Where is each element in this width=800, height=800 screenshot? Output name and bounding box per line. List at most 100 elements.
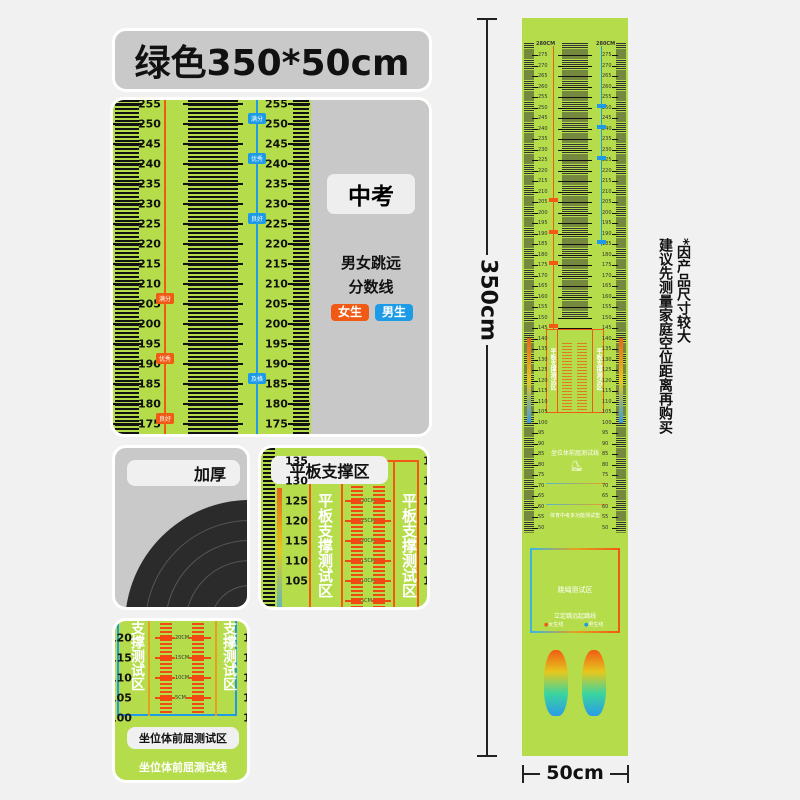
mat-number: 235 xyxy=(538,136,548,142)
ruler-major-tick xyxy=(183,243,243,245)
mat-tick xyxy=(532,464,538,466)
mat-number: 255 xyxy=(602,94,612,100)
plank-tick xyxy=(373,506,385,508)
mat-number: 55 xyxy=(602,514,609,520)
mat-tick xyxy=(612,506,618,508)
plank-tick-number: 115 xyxy=(423,534,430,548)
plank-tick xyxy=(373,558,385,560)
ruler-number: 250 xyxy=(138,117,161,131)
mat-tick xyxy=(612,307,618,308)
mat-number: 265 xyxy=(538,73,548,79)
ruler-number: 220 xyxy=(138,237,161,251)
mat-tick xyxy=(558,317,592,319)
mat-number: 275 xyxy=(538,52,548,58)
ruler-major-tick xyxy=(183,323,243,325)
mat-number: 175 xyxy=(602,262,612,268)
mat-number: 135 xyxy=(538,346,548,352)
plank-tick xyxy=(373,578,385,580)
mat-tick xyxy=(612,65,618,67)
mat-number: 140 xyxy=(602,335,612,342)
plank-panel: 平板支撑测试区 平板支撑测试区 平板支撑区 140140135135130130… xyxy=(258,445,430,610)
ruler-ticks xyxy=(263,448,275,607)
ruler-major-tick xyxy=(288,283,310,285)
plank-tick xyxy=(373,530,385,532)
mat-tick xyxy=(558,65,592,67)
ruler-number: 250 xyxy=(265,117,288,131)
plank-tick xyxy=(351,526,363,528)
sr-tick xyxy=(192,683,204,685)
mat-tick xyxy=(532,506,538,508)
mat-number: 115 xyxy=(602,388,612,394)
mat-number: 265 xyxy=(602,73,612,79)
mat-number: 130 xyxy=(538,356,548,363)
mat-tick xyxy=(612,286,618,287)
mat-number: 195 xyxy=(602,220,612,226)
girls-line-text: 女生线 xyxy=(548,622,564,628)
ruler-number: 185 xyxy=(138,377,161,391)
mat-sitreach-line: 坐位体前屈测试线 xyxy=(550,450,599,457)
mat-tick xyxy=(612,412,618,413)
mat-tick xyxy=(612,527,618,529)
plank-tick xyxy=(373,518,385,520)
mat-tick xyxy=(612,517,618,518)
sr-tick xyxy=(160,655,172,657)
sr-tick-number: 105 xyxy=(243,691,250,705)
mat-tick xyxy=(612,233,618,235)
mat-number: 115 xyxy=(538,388,548,394)
mat-tick xyxy=(532,349,538,350)
sr-tick xyxy=(160,691,172,693)
plank-tick xyxy=(373,550,385,552)
mat-number: 65 xyxy=(602,493,609,499)
mat-number: 80 xyxy=(538,461,545,468)
mat-number: 150 xyxy=(602,314,612,321)
ruler-major-tick xyxy=(113,103,143,105)
mat-tick xyxy=(612,254,618,256)
ruler-major-tick xyxy=(113,263,143,265)
info-area xyxy=(311,100,429,434)
mat-tick xyxy=(532,433,538,434)
mat-tick xyxy=(532,317,538,319)
sr-tick xyxy=(192,675,204,677)
mat-tick xyxy=(612,191,618,193)
mat-tick xyxy=(532,170,538,172)
sr-tick xyxy=(160,699,172,701)
plank-tick xyxy=(373,570,385,572)
sr-cm-label: 15CM xyxy=(175,655,190,661)
mat-tick xyxy=(558,202,592,203)
ruler-major-tick xyxy=(183,123,243,125)
mat-score-marker xyxy=(549,229,558,234)
ruler-number: 205 xyxy=(138,297,161,311)
plank-tick xyxy=(373,606,385,607)
plank-tick-number: 110 xyxy=(423,554,430,568)
ruler-major-tick xyxy=(113,343,143,345)
mat-tick xyxy=(532,422,538,424)
plank-tick xyxy=(373,510,385,512)
height-label: 350cm xyxy=(475,259,501,341)
subtitle-line1: 男女跳远 xyxy=(340,254,401,272)
plank-cm-label: 10CM xyxy=(361,578,376,584)
plank-tick-number: 125 xyxy=(423,494,430,508)
mat-tick xyxy=(532,55,538,56)
mat-number: 105 xyxy=(538,409,548,415)
mat-tick xyxy=(532,275,538,277)
girls-score-marker: 满分 xyxy=(155,293,175,304)
mat-tick xyxy=(558,296,592,298)
ruler-major-tick xyxy=(288,203,310,205)
mat-tick xyxy=(532,265,538,266)
mat-number: 240 xyxy=(538,125,548,132)
mat-score-marker xyxy=(597,156,606,160)
mat-tick xyxy=(532,517,538,518)
mat-number: 85 xyxy=(602,451,609,457)
plank-tick xyxy=(351,550,363,552)
mat-tick xyxy=(558,76,592,77)
side-text: 支撑测试区 xyxy=(129,621,145,691)
mat-number: 50 xyxy=(538,524,545,531)
mat-tick xyxy=(558,254,592,256)
sr-tick xyxy=(160,651,172,653)
sit-reach-line-label: 坐位体前屈测试线 xyxy=(139,761,227,774)
ruler-number: 235 xyxy=(138,177,161,191)
ruler-major-tick xyxy=(183,403,243,405)
mat-number: 225 xyxy=(602,157,612,163)
plank-side-text: 平板支撑测试区 xyxy=(316,493,334,598)
sr-tick xyxy=(192,667,204,669)
